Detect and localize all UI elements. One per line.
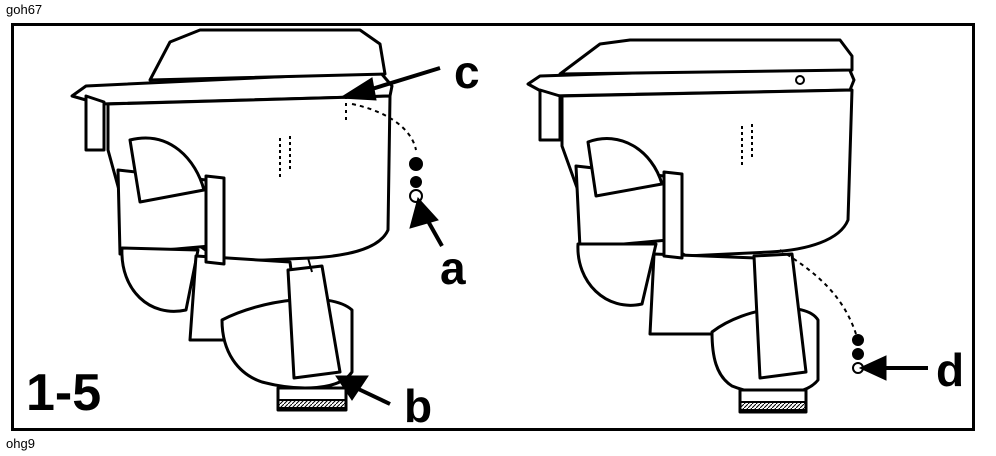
gearcase-right	[526, 38, 856, 414]
arrow-c	[338, 66, 441, 101]
housing-detail-left	[277, 96, 417, 409]
screw-washer-a	[409, 157, 423, 203]
housing-detail-right	[739, 75, 857, 411]
arrow-d	[858, 355, 928, 381]
figure-number: 1-5	[26, 364, 101, 422]
callout-b-label: b	[404, 380, 432, 432]
gearcase-left	[70, 28, 394, 412]
figure-code-top: goh67	[6, 2, 43, 17]
arrow-b	[335, 375, 391, 406]
callout-d-label: d	[936, 344, 964, 396]
callout-c-label: c	[454, 46, 480, 98]
screw-washer-d	[852, 334, 864, 374]
arrow-a	[409, 196, 444, 247]
callout-a-label: a	[440, 242, 466, 294]
illustration-frame	[11, 23, 975, 431]
figure-code-bottom: ohg9	[6, 436, 35, 451]
